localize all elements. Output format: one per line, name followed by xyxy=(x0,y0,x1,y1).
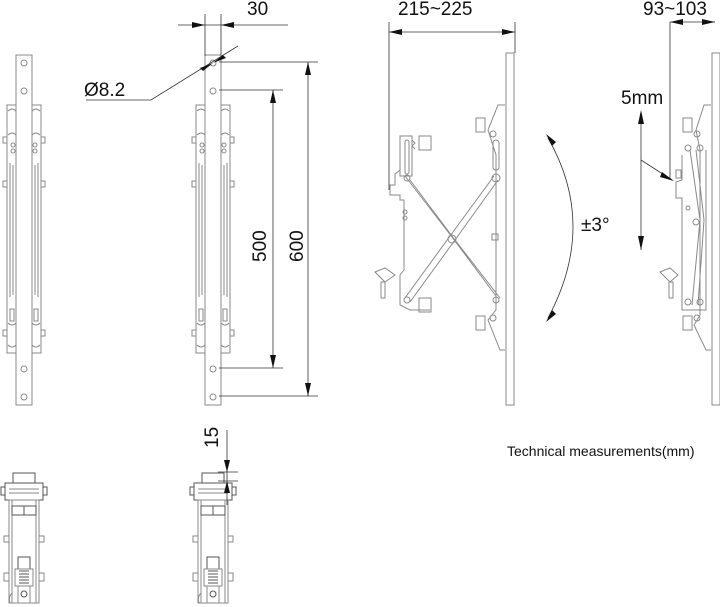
depth-range-label: 215~225 xyxy=(398,0,473,20)
compact-depth-label: 93~103 xyxy=(643,0,707,20)
bottom-offset-dimension-15 xyxy=(218,430,238,505)
width-dimension-30 xyxy=(178,14,288,56)
hole-diameter-leader xyxy=(86,45,239,101)
height-label-600: 600 xyxy=(287,230,308,262)
front-view-dimensioned xyxy=(191,54,235,406)
height-dimension-500 xyxy=(219,89,283,369)
hole-diameter-label: Ø8.2 xyxy=(84,80,126,101)
caption-title: Technical measurements(mm) xyxy=(507,443,695,459)
height-label-500: 500 xyxy=(250,230,271,262)
vertical-adjust-dimension xyxy=(638,110,674,250)
bottom-offset-label: 15 xyxy=(202,426,223,448)
front-view-plain xyxy=(2,54,46,406)
tilt-angle-label: ±3° xyxy=(581,215,610,236)
side-view-compact xyxy=(659,19,720,406)
tilt-arc xyxy=(546,134,574,322)
side-view-extended xyxy=(374,22,516,406)
height-dimension-600 xyxy=(219,61,318,397)
width-label-30: 30 xyxy=(247,0,269,20)
bottom-view-plain xyxy=(0,472,48,604)
vertical-adjust-label: 5mm xyxy=(621,88,664,109)
